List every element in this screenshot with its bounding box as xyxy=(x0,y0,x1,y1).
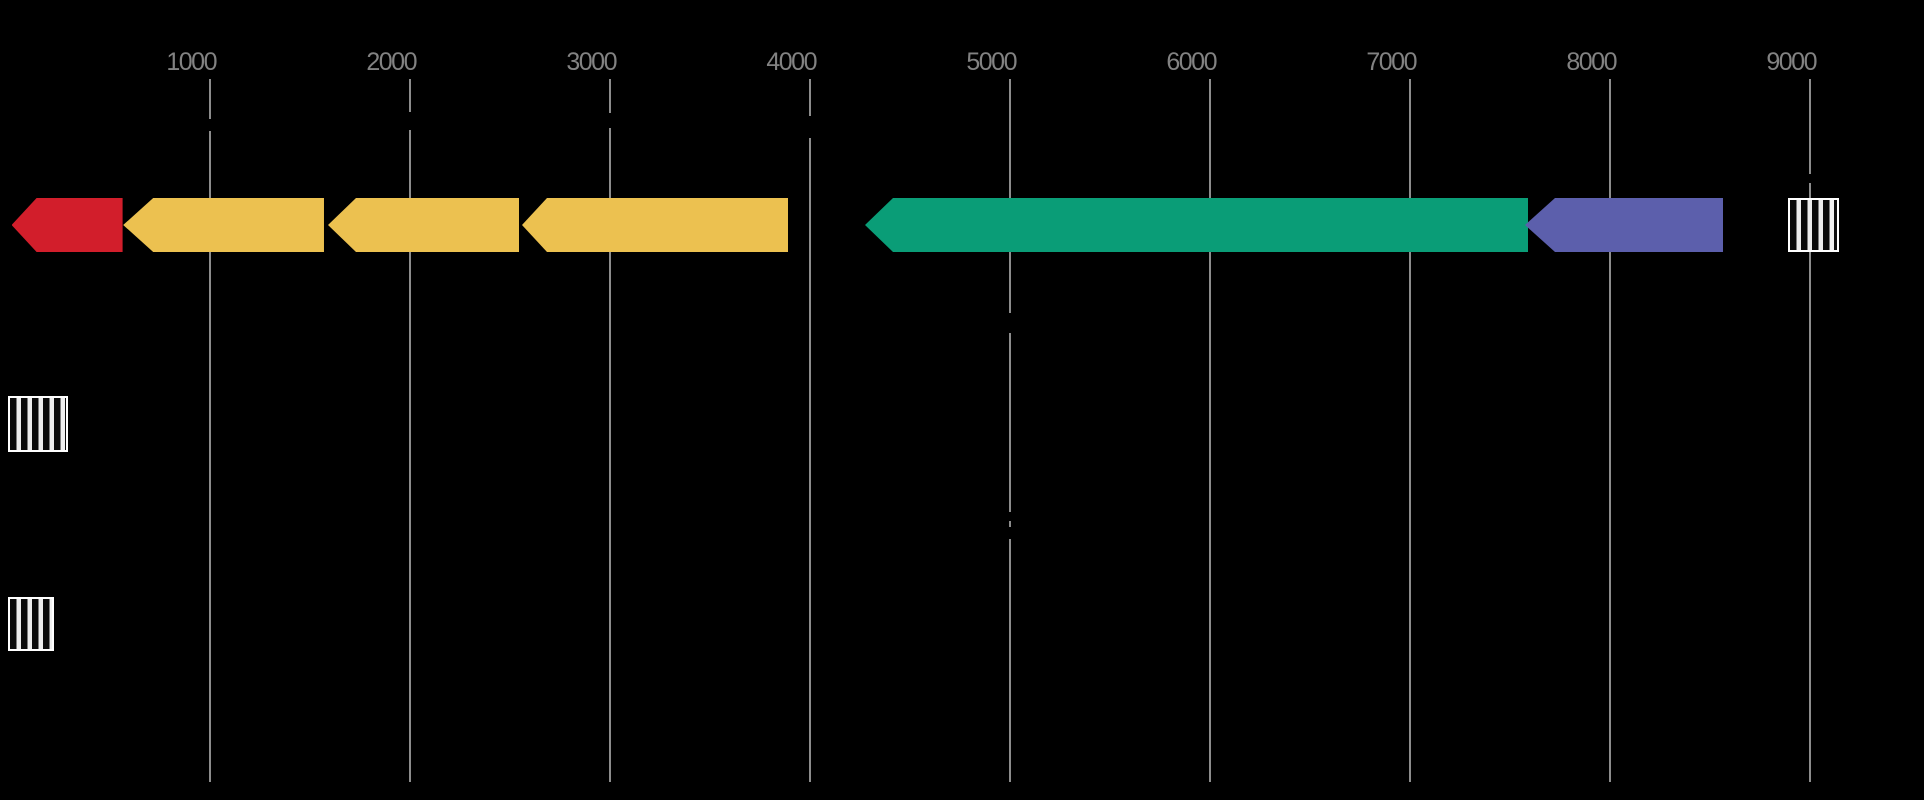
gridline-6000 xyxy=(1209,79,1211,782)
hatched-feature-track-1 xyxy=(1788,198,1839,252)
gridline-1000 xyxy=(209,79,211,782)
gridline-2000 xyxy=(409,79,411,782)
gridline-8000 xyxy=(1609,79,1611,782)
axis-tick-label-7000: 7000 xyxy=(1366,48,1417,76)
gridline-gap-1 xyxy=(205,119,215,131)
axis-tick-label-3000: 3000 xyxy=(566,48,617,76)
axis-tick-label-2000: 2000 xyxy=(366,48,417,76)
hatched-feature-track-3 xyxy=(8,597,54,651)
gridline-gap-7 xyxy=(1005,527,1015,539)
gene-arrow-track-1-2 xyxy=(123,198,324,252)
gene-arrow-track-1-6 xyxy=(1525,198,1723,252)
gridline-4000 xyxy=(809,79,811,782)
gridline-gap-4 xyxy=(806,116,816,138)
axis-tick-label-4000: 4000 xyxy=(766,48,817,76)
axis-tick-label-8000: 8000 xyxy=(1566,48,1617,76)
gridline-gap-2 xyxy=(405,112,415,130)
axis-tick-label-5000: 5000 xyxy=(966,48,1017,76)
axis-tick-label-6000: 6000 xyxy=(1166,48,1217,76)
gridline-7000 xyxy=(1409,79,1411,782)
gene-arrow-track-1-3 xyxy=(328,198,519,252)
gridline-5000 xyxy=(1009,79,1011,782)
gene-arrow-track-1-4 xyxy=(522,198,788,252)
gridline-gap-6 xyxy=(1005,512,1015,521)
gene-arrow-track-1-1 xyxy=(11,198,123,252)
gridline-gap-5 xyxy=(1005,313,1015,333)
hatched-feature-track-2 xyxy=(8,396,68,452)
axis-tick-label-1000: 1000 xyxy=(166,48,217,76)
gridline-9000 xyxy=(1809,79,1811,782)
gene-arrow-track-1-5 xyxy=(865,198,1528,252)
gridline-gap-3 xyxy=(605,113,615,128)
gridline-3000 xyxy=(609,79,611,782)
axis-tick-label-9000: 9000 xyxy=(1766,48,1817,76)
gridline-gap-8 xyxy=(1805,174,1815,183)
